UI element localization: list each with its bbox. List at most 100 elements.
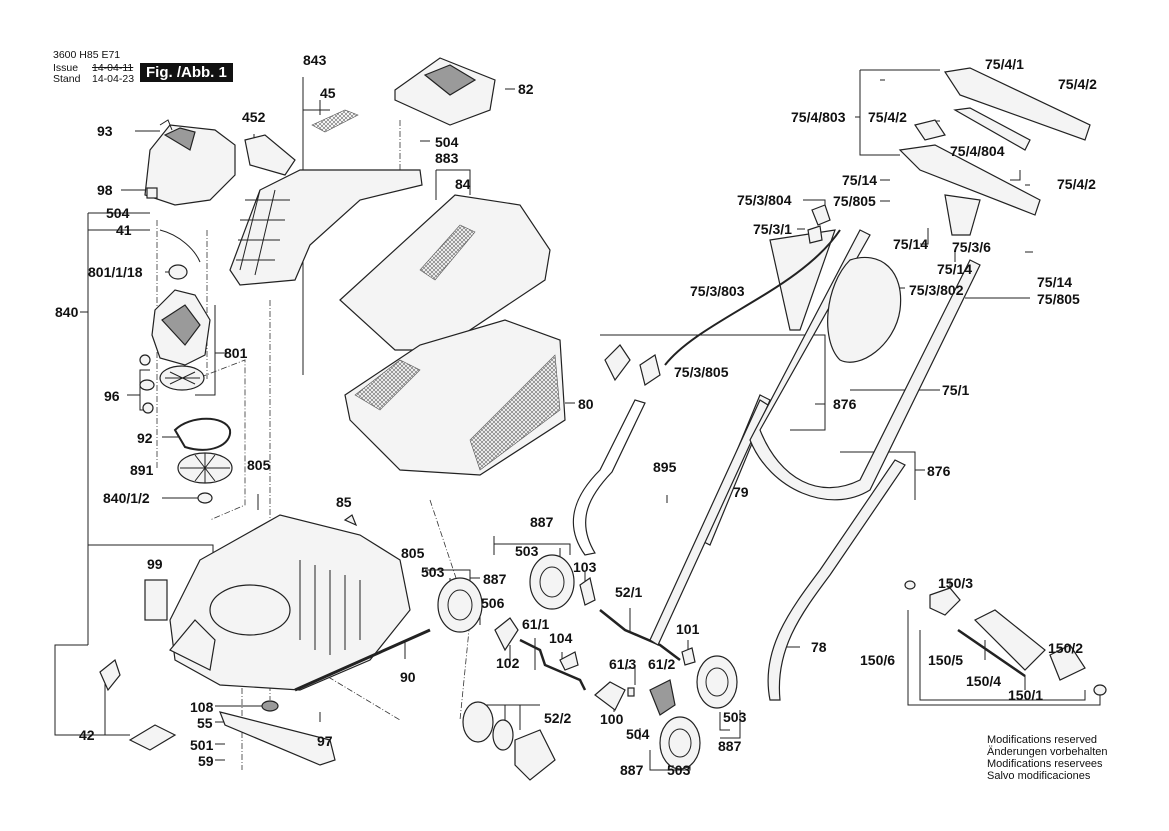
part-label: 876 — [927, 463, 951, 479]
part-label: 75/805 — [833, 193, 876, 209]
part-100 — [594, 681, 626, 711]
notice-line: Salvo modificaciones — [987, 770, 1091, 782]
part-label: 504 — [106, 205, 130, 221]
part-75-3-1 — [807, 225, 823, 244]
part-label: 150/1 — [1008, 687, 1044, 703]
part-label: 75/14 — [1037, 274, 1073, 290]
part-label: 150/4 — [966, 673, 1002, 689]
wheel-887-d — [659, 716, 701, 770]
grass-box-80 — [344, 319, 566, 476]
part-label: 75/3/1 — [753, 221, 792, 237]
part-label: 840 — [55, 304, 79, 320]
spring-85 — [343, 514, 358, 527]
crossbar-75-4-803 — [898, 144, 1041, 216]
rear-cover-52-2 — [462, 701, 556, 781]
switch-box-82 — [394, 57, 496, 126]
part-label: 504 — [626, 726, 650, 742]
part-label: 99 — [147, 556, 163, 572]
wheel-887-b — [529, 554, 575, 610]
part-label: 61/3 — [609, 656, 637, 672]
figure-label: Fig. /Abb. 1 — [140, 63, 233, 82]
part-label: 75/3/803 — [690, 283, 745, 299]
notice-line: Änderungen vorbehalten — [987, 746, 1108, 758]
part-label: 895 — [653, 459, 677, 475]
washer-108 — [261, 700, 279, 712]
part-label: 102 — [496, 655, 520, 671]
part-label: 75/4/1 — [985, 56, 1024, 72]
part-label: 75/14 — [893, 236, 929, 252]
part-label: 887 — [530, 514, 554, 530]
bearing-840-1-2 — [197, 492, 213, 504]
part-label: 93 — [97, 123, 113, 139]
stand-date: 14-04-23 — [92, 73, 135, 85]
part-101 — [681, 647, 696, 666]
modifications-notice: Modifications reserved Änderungen vorbeh… — [987, 734, 1107, 782]
part-75-3-6 — [944, 194, 981, 236]
grass-box-lid-883 — [339, 194, 551, 351]
rod-61-1 — [519, 638, 587, 691]
part-label: 61/2 — [648, 656, 676, 672]
part-label: 52/1 — [615, 584, 643, 600]
part-label: 75/3/6 — [952, 239, 991, 255]
part-75-4-2 — [914, 119, 946, 141]
part-label: 104 — [549, 630, 573, 646]
part-label: 891 — [130, 462, 154, 478]
model-number: 3600 H85 E71 — [53, 49, 121, 61]
issue-label: Issue — [53, 62, 79, 74]
part-label: 75/3/804 — [737, 192, 792, 208]
part-label: 503 — [515, 543, 539, 559]
motor-housing-98 — [144, 124, 236, 206]
pulley-891 — [177, 452, 233, 484]
cable-75-3-803 — [664, 229, 841, 366]
part-label: 887 — [620, 762, 644, 778]
part-label: 843 — [303, 52, 327, 68]
part-label: 504 — [435, 134, 459, 150]
part-label: 108 — [190, 699, 214, 715]
part-label: 150/3 — [938, 575, 974, 591]
part-label: 98 — [97, 182, 113, 198]
part-label: 75/1 — [942, 382, 970, 398]
part-label: 876 — [833, 396, 857, 412]
part-label: 801 — [224, 345, 248, 361]
part-label: 84 — [455, 176, 471, 192]
part-label: 61/1 — [522, 616, 550, 632]
part-label: 59 — [198, 753, 214, 769]
notice-line: Modifications reservees — [987, 758, 1103, 770]
part-label: 75/14 — [842, 172, 878, 188]
part-label: 42 — [79, 727, 95, 743]
mulch-42b — [128, 724, 177, 751]
part-label: 75/14 — [937, 261, 973, 277]
part-label: 90 — [400, 669, 416, 685]
part-label: 150/6 — [860, 652, 896, 668]
part-61-3 — [627, 687, 635, 697]
part-label: 80 — [578, 396, 594, 412]
part-label: 150/5 — [928, 652, 964, 668]
flap-99 — [144, 579, 168, 621]
parts-96 — [139, 354, 155, 414]
part-label: 92 — [137, 430, 153, 446]
part-label: 452 — [242, 109, 266, 125]
handle-tubes — [572, 229, 981, 701]
part-label: 75/4/804 — [950, 143, 1005, 159]
part-label: 82 — [518, 81, 534, 97]
cable-41 — [159, 229, 201, 263]
part-label: 503 — [667, 762, 691, 778]
handle-grip-75-4-804 — [953, 107, 1031, 151]
part-label: 45 — [320, 85, 336, 101]
part-label: 501 — [190, 737, 214, 753]
part-label: 75/4/803 — [791, 109, 846, 125]
part-label: 96 — [104, 388, 120, 404]
part-label: 75/4/2 — [1058, 76, 1097, 92]
part-label: 41 — [116, 222, 132, 238]
part-label: 75/4/2 — [1057, 176, 1096, 192]
notice-line: Modifications reserved — [987, 734, 1098, 746]
motor-801 — [151, 289, 211, 391]
wheel-887-c — [696, 655, 738, 709]
part-label: 503 — [723, 709, 747, 725]
part-label: 503 — [421, 564, 445, 580]
part-label: 150/2 — [1048, 640, 1084, 656]
mower-deck — [169, 514, 411, 691]
stand-label: Stand — [53, 73, 81, 85]
bushing-801-1-18 — [168, 264, 188, 280]
